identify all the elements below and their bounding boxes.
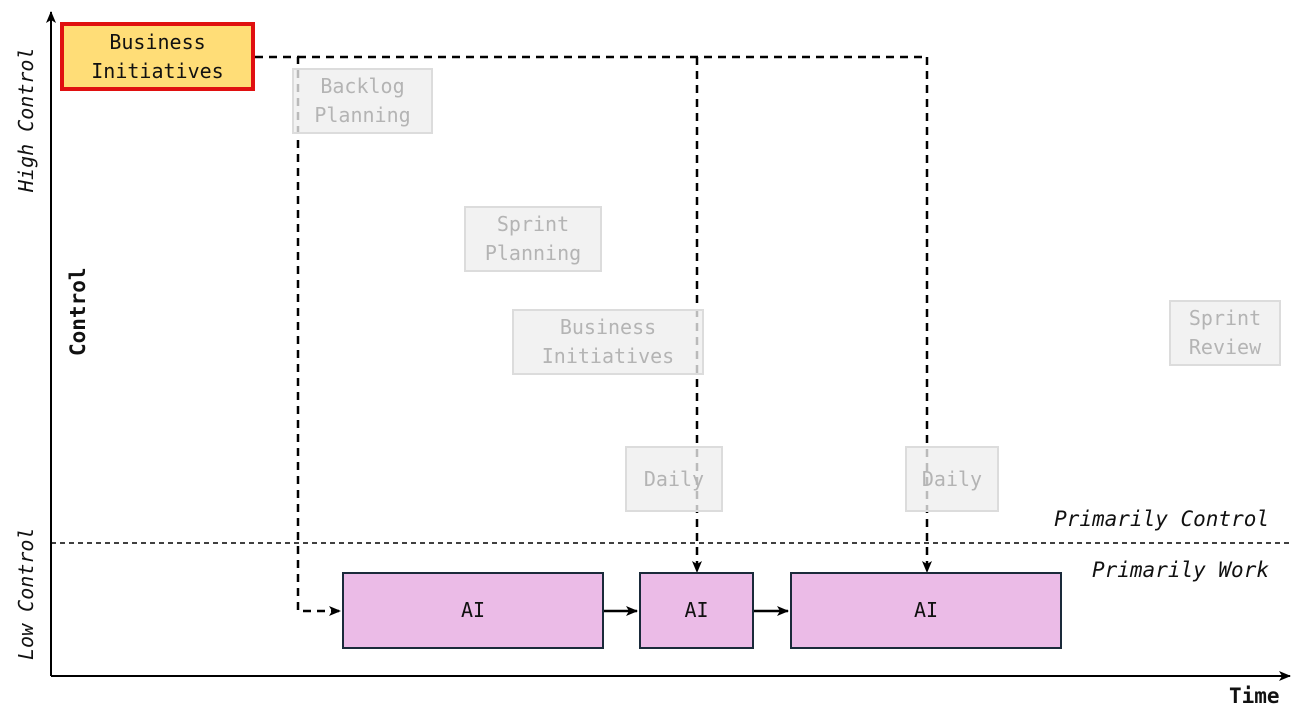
ghost-box-label: Daily bbox=[643, 466, 705, 491]
focus-box-label: Business Initiatives bbox=[91, 29, 224, 83]
flow-to-ai-1 bbox=[255, 55, 341, 616]
y-axis-low-label: Low Control bbox=[14, 527, 38, 660]
ghost-box-label: Backlog Planning bbox=[314, 74, 411, 127]
ghost-box-label: Daily bbox=[921, 466, 983, 491]
work-box-ai-3: AI bbox=[790, 572, 1062, 649]
zone-label-work: Primarily Work bbox=[1091, 558, 1269, 582]
ghost-box-daily-1: Daily bbox=[625, 446, 723, 512]
work-box-ai-1: AI bbox=[342, 572, 604, 649]
y-axis-title: Control bbox=[66, 267, 90, 356]
ghost-box-business-initiatives: Business Initiatives bbox=[512, 309, 704, 375]
ghost-box-label: Business Initiatives bbox=[541, 315, 675, 368]
work-box-label: AI bbox=[684, 598, 709, 622]
focus-box-business-initiatives: Business Initiatives bbox=[60, 22, 255, 91]
work-box-ai-2: AI bbox=[639, 572, 754, 649]
work-box-label: AI bbox=[913, 598, 939, 622]
y-axis-high-label: High Control bbox=[14, 47, 38, 193]
ghost-box-label: Sprint Review bbox=[1188, 306, 1262, 359]
ghost-box-sprint-planning: Sprint Planning bbox=[464, 206, 602, 272]
ghost-box-backlog-planning: Backlog Planning bbox=[292, 68, 433, 134]
work-box-label: AI bbox=[460, 598, 486, 622]
ghost-box-daily-2: Daily bbox=[905, 446, 999, 512]
ghost-box-sprint-review: Sprint Review bbox=[1169, 300, 1281, 366]
ghost-box-label: Sprint Planning bbox=[484, 212, 582, 265]
x-axis-title: Time bbox=[1229, 684, 1280, 708]
zone-label-control: Primarily Control bbox=[1054, 507, 1269, 531]
